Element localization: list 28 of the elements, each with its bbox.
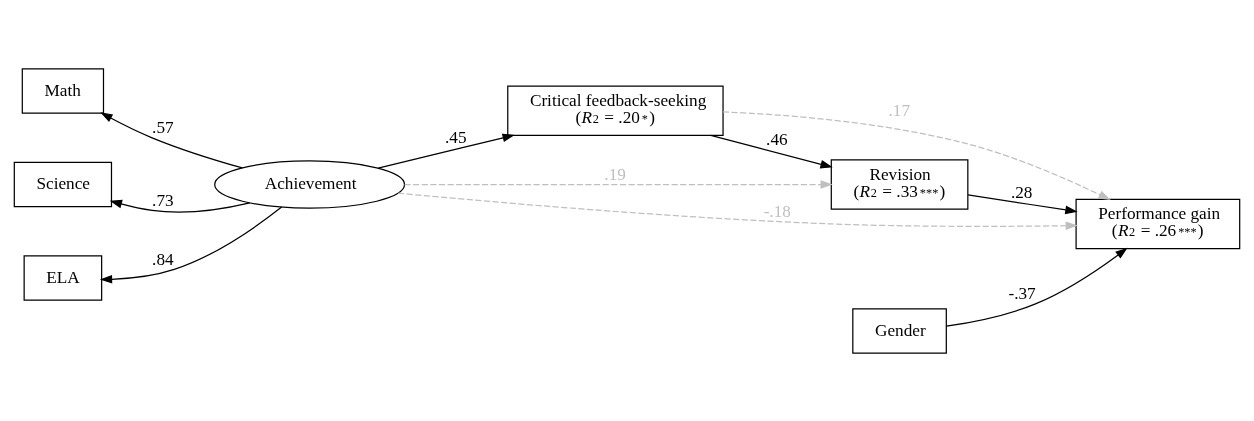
edge-label: -.37 [1008,283,1036,303]
node-box: Science [13,161,113,207]
node-box: Gender [852,307,947,354]
edge-label: .73 [152,190,174,210]
edge-label: .57 [152,117,174,137]
edge-label: .28 [1010,182,1033,202]
arrow [404,179,833,189]
arrow [377,133,515,169]
edge-label: -.18 [763,201,791,221]
node-box: ELA [23,254,103,301]
arrow [710,134,833,168]
edge-label: .17 [888,100,911,120]
node-ellipse: Achievement [214,159,406,209]
node-box: Performance gain (R2 = .26***) [1075,198,1241,249]
edge-label: .46 [766,129,788,149]
arrow [722,110,1111,200]
arrow [945,247,1128,327]
arrow [397,192,1078,230]
arrow [967,193,1078,214]
arrow [100,111,243,169]
node-box: Revision (R2 = .33***) [830,158,969,210]
edge-label: .19 [604,164,626,184]
edge-label: .45 [445,127,467,147]
arrow [109,199,251,213]
node-box: Math [21,67,105,114]
edge-label: .84 [152,249,174,269]
arrow [99,205,283,284]
node-box: Critical feedback-seeking (R2 = .20*) [507,85,724,136]
